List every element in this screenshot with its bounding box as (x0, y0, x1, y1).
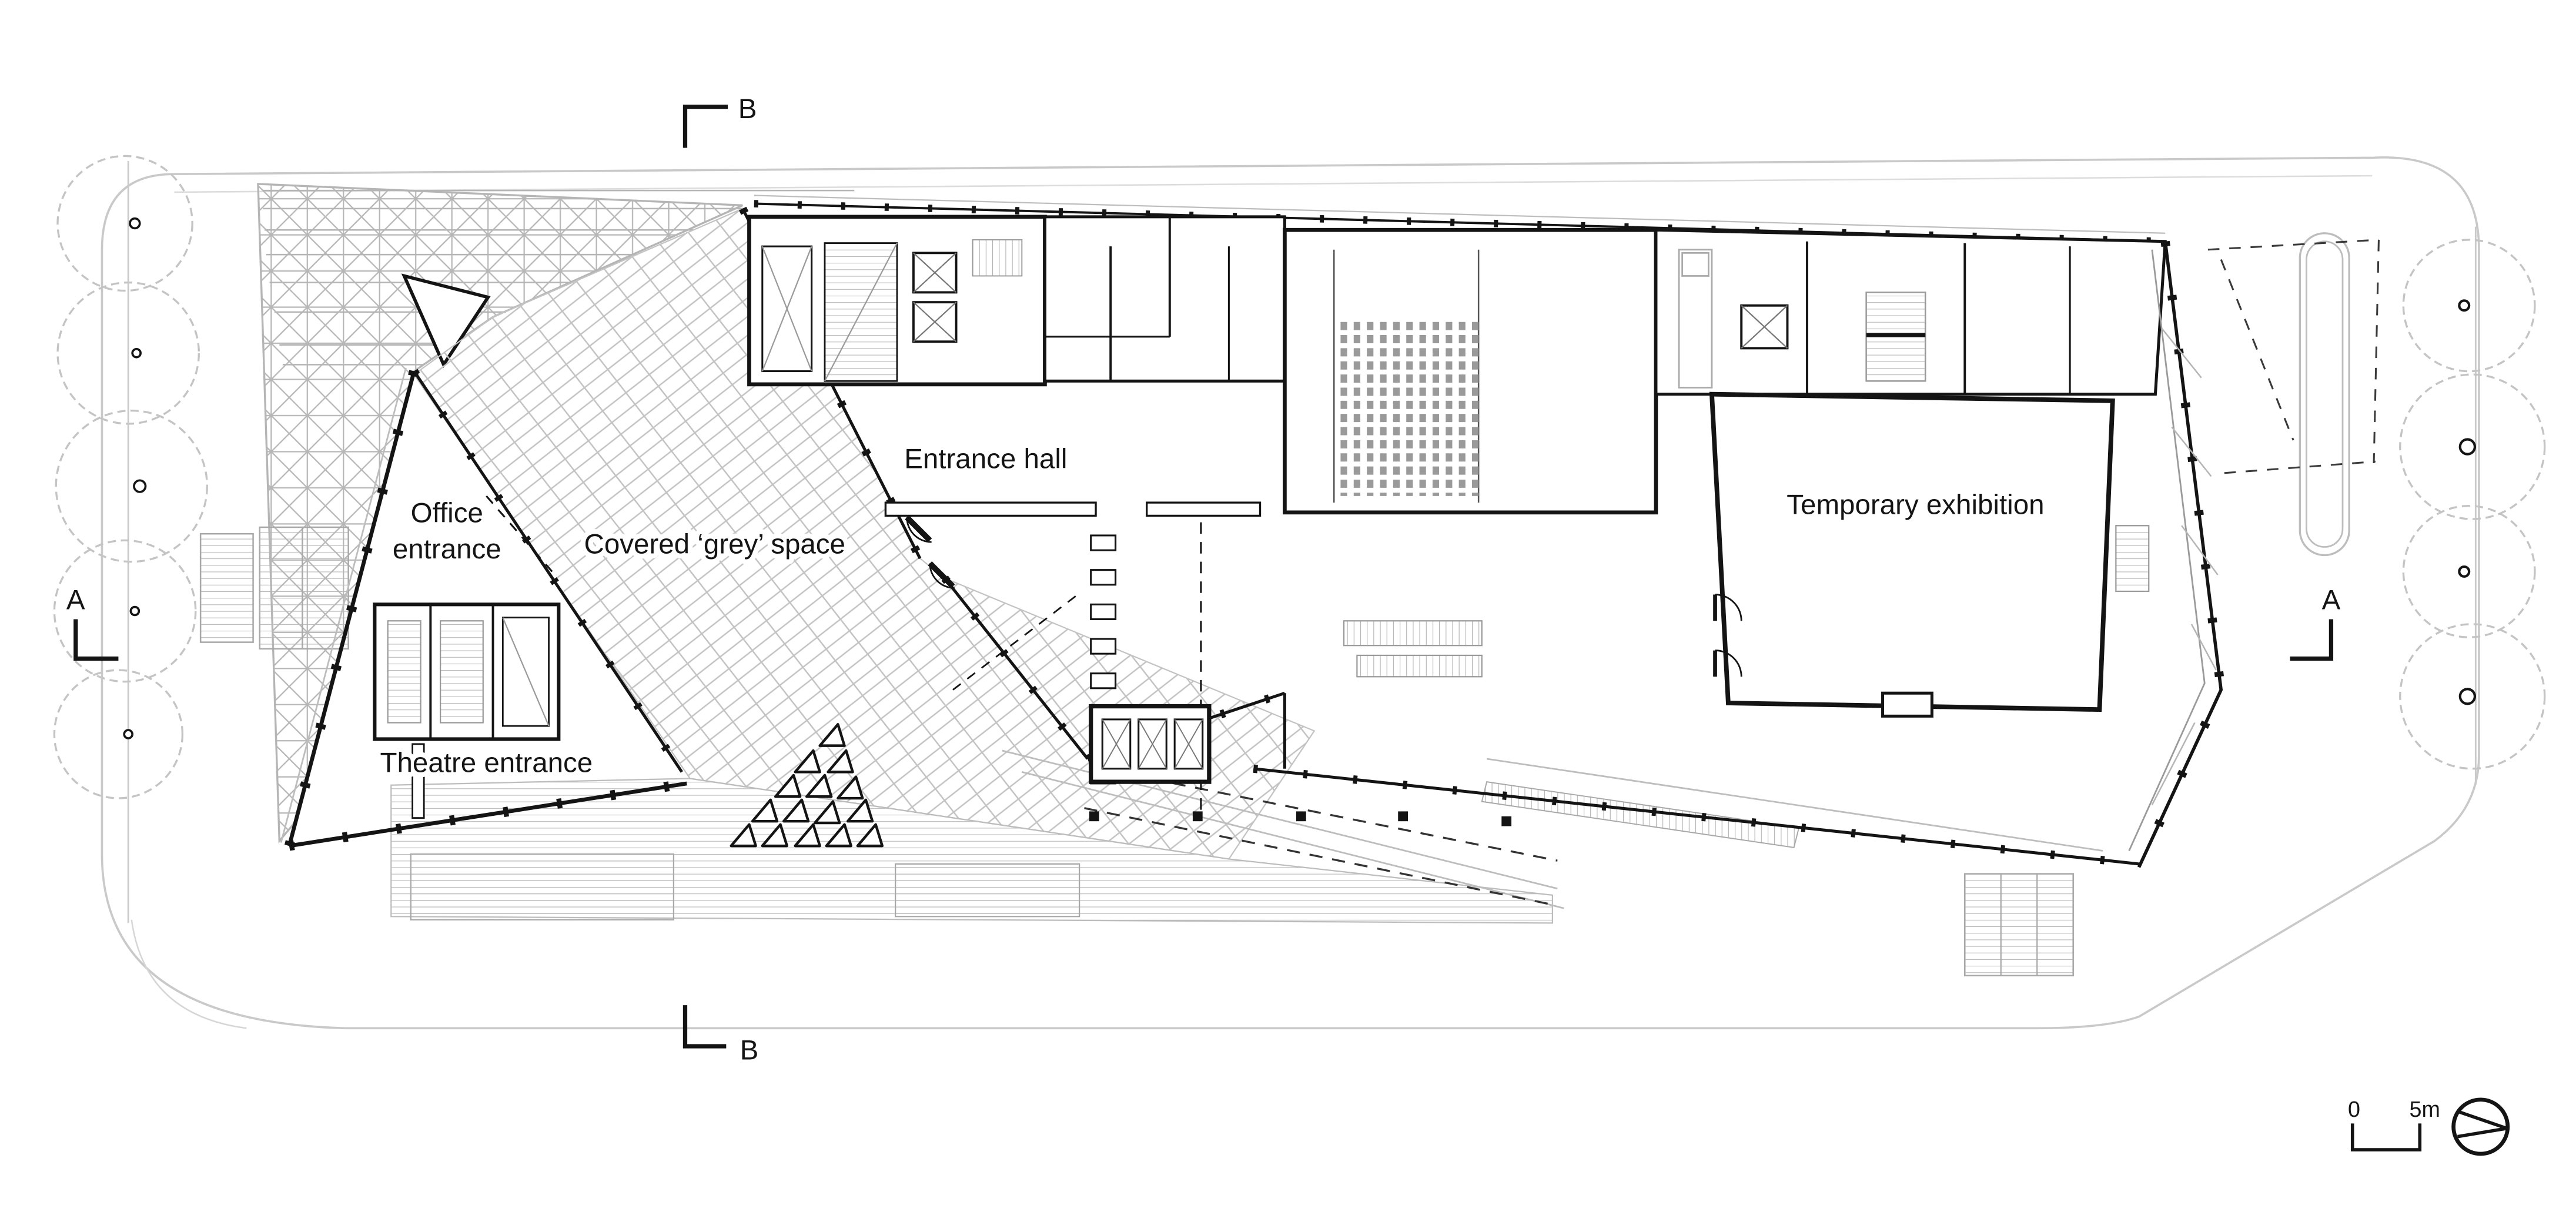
hall-columns (1089, 811, 1512, 826)
service-block-right (1654, 228, 2167, 396)
section-marker-b-top: B (683, 93, 757, 148)
site-boundary (101, 156, 2480, 1030)
service-block-middle (1043, 215, 1286, 383)
section-marker-a-left-letter: A (66, 585, 85, 616)
east-facade (2128, 240, 2226, 869)
label-office-entrance-line2: entrance (393, 534, 501, 565)
label-entrance-hall: Entrance hall (904, 443, 1067, 474)
section-bracket-icon (73, 619, 119, 661)
temporary-exhibition-room (1709, 391, 2150, 718)
auditorium (1283, 227, 1658, 515)
service-block-left (747, 215, 1047, 387)
section-marker-a-right: A (2290, 585, 2341, 661)
south-glass-walls (941, 575, 2140, 868)
section-marker-b-bottom: B (683, 1005, 759, 1066)
hall-elevator-bank (1089, 704, 1212, 784)
section-marker-b-bottom-letter: B (740, 1034, 759, 1066)
scale-bar-end: 5m (2409, 1097, 2440, 1121)
label-theatre-entrance: Theatre entrance (380, 747, 593, 778)
section-marker-b-top-letter: B (738, 93, 757, 125)
auditorium-seat-rows (1340, 322, 1479, 496)
section-bracket-icon (2290, 619, 2334, 661)
label-covered-grey-space: Covered ‘grey’ space (584, 529, 845, 560)
building-walls (280, 195, 2226, 869)
label-temporary-exhibition: Temporary exhibition (1787, 490, 2044, 521)
trees-left (53, 155, 208, 923)
section-bracket-icon (683, 1005, 727, 1049)
scale-bar-start: 0 (2348, 1097, 2360, 1121)
west-wing-walls (280, 367, 688, 851)
label-office-entrance-line1: Office (411, 498, 483, 529)
skylight-triangle (401, 273, 491, 369)
north-arrow-icon (2451, 1097, 2510, 1156)
trees-right (2399, 226, 2546, 785)
section-bracket-icon (683, 105, 728, 148)
section-marker-a-right-letter: A (2322, 585, 2341, 616)
entrance-hall-fittings (884, 501, 1512, 826)
exterior-stairs-left (199, 526, 349, 650)
section-markers: B B A A (66, 93, 2341, 1066)
plaza-steps (390, 749, 2074, 977)
loading-truck (1678, 249, 1713, 389)
room-labels: Office entrance Covered ‘grey’ space Ent… (375, 438, 2049, 784)
site-ramp-and-dashed-roofline (2207, 232, 2380, 557)
scale-bar-bracket (2350, 1123, 2422, 1151)
scale-bar: 0 5m (2348, 1097, 2440, 1151)
section-marker-a-left: A (66, 585, 119, 661)
roof-truss-structure (257, 183, 855, 844)
